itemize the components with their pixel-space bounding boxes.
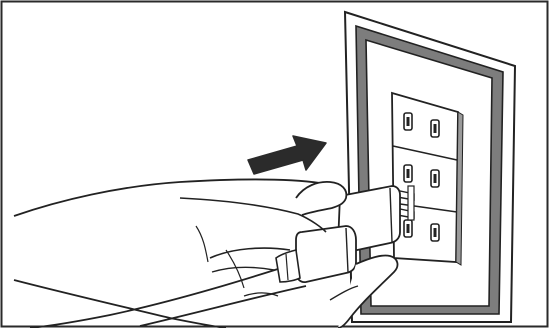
receptacle-block: [392, 93, 463, 265]
